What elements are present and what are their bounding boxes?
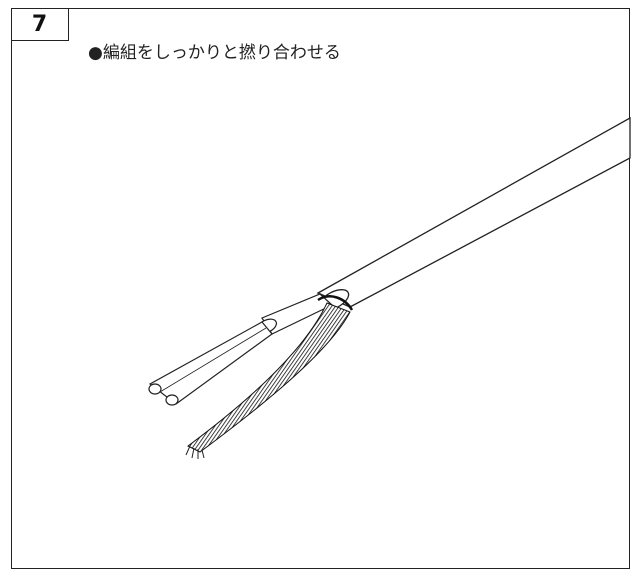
twin-conductor — [148, 321, 273, 406]
step-number-badge: 7 — [11, 8, 69, 41]
twisted-braid — [185, 295, 354, 459]
step-number: 7 — [31, 11, 48, 37]
step-frame — [11, 8, 630, 569]
outer-jacket — [316, 116, 631, 311]
instruction-text: ●編組をしっかりと撚り合わせる — [88, 43, 341, 63]
